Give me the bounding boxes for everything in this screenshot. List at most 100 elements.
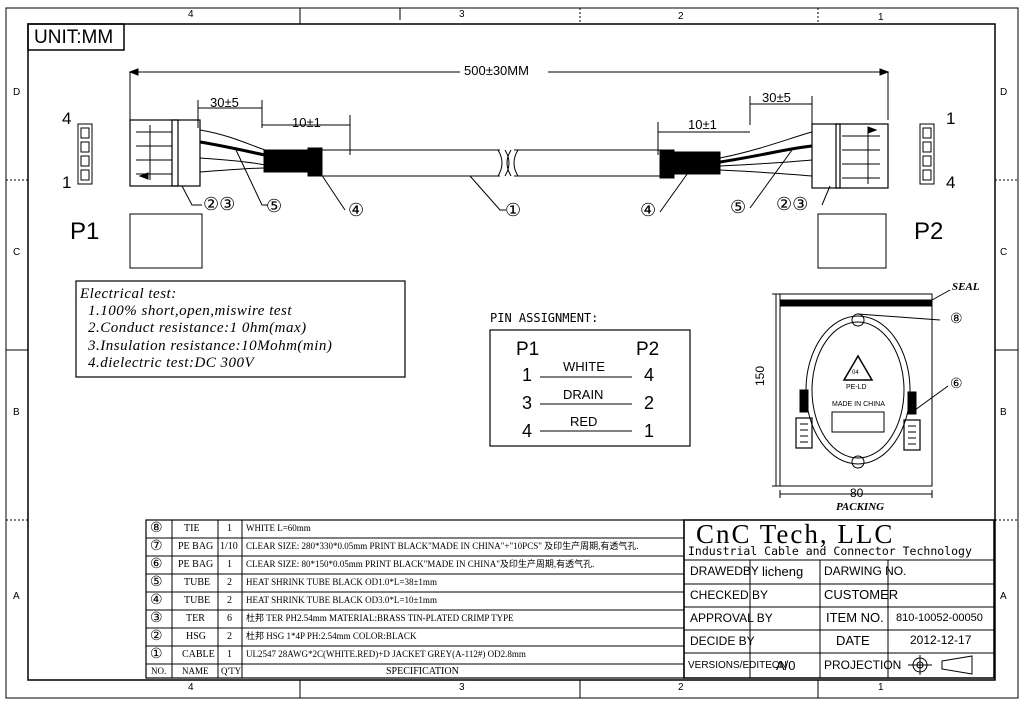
zone-right-c: C [1000, 247, 1008, 258]
p2-label: P2 [914, 218, 944, 245]
bom-row-spec: HEAT SHRINK TUBE BLACK OD3.0*L=10±1mm [246, 595, 437, 605]
bom-row-spec: 杜邦 TER PH2.54mm MATERIAL:BRASS TIN-PLATE… [246, 613, 514, 623]
customer-label: CUSTOMER [824, 587, 899, 602]
zone-right-b: B [1000, 407, 1007, 418]
overall-length-dim: 500±30MM [464, 63, 529, 78]
bom-row-spec: UL2547 28AWG*2C(WHITE.RED)+D JACKET GREY… [246, 649, 526, 659]
company-name: CnC Tech, LLC [696, 519, 895, 549]
callout-packing-6: ⑥ [950, 377, 963, 392]
callout-left-2-3: ②③ [203, 194, 236, 214]
bom-row-qty: 6 [227, 613, 232, 624]
bom-row-no: ③ [150, 611, 163, 626]
zone-bottom-4: 4 [188, 682, 194, 693]
bom-row-spec: CLEAR SIZE: 80*150*0.05mm PRINT BLACK"MA… [246, 559, 595, 569]
p1-pin-bottom: 1 [62, 173, 72, 192]
bom-row-spec: 杜邦 HSG 1*4P PH:2.54mm COLOR:BLACK [246, 631, 417, 641]
unit-label: UNIT:MM [34, 27, 114, 48]
drawed-by-label: DRAWEDBY [690, 564, 759, 578]
bom-row-name: TER [186, 613, 205, 624]
date-label: DATE [836, 633, 870, 648]
seal-label: SEAL [952, 281, 980, 293]
approval-by-label: APPROVAL BY [690, 611, 773, 625]
bom-row-no: ④ [150, 593, 163, 608]
checked-by-label: CHECKED BY [690, 588, 769, 602]
zone-bottom-2: 2 [678, 682, 684, 693]
p2-pin-top: 1 [946, 109, 956, 128]
electrical-test-line: 1.100% short,open,miswire test [88, 303, 293, 319]
zone-right-d: D [1000, 87, 1008, 98]
bom-row-name: PE BAG [178, 559, 214, 570]
recycle-material: PE-LD [846, 384, 867, 391]
bom-header-qty: Q'TY [221, 666, 242, 676]
packing-height-dim: 150 [753, 365, 767, 386]
bom-row-qty: 1 [227, 559, 232, 570]
bom-row-spec: HEAT SHRINK TUBE BLACK OD1.0*L=38±1mm [246, 577, 437, 587]
pin-row-wire: RED [570, 414, 598, 429]
bom-header-spec: SPECIFICATION [386, 666, 459, 677]
bom-row-no: ⑦ [150, 539, 163, 554]
recycle-code: 04 [852, 370, 859, 376]
pin-assignment-title: PIN ASSIGNMENT: [490, 311, 599, 325]
bom-row-qty: 2 [227, 631, 232, 642]
callout-cable-1: ① [505, 200, 522, 220]
projection-label: PROJECTION [824, 658, 902, 672]
pin-row-p1: 3 [522, 393, 533, 413]
bom-row-spec: CLEAR SIZE: 280*330*0.05mm PRINT BLACK"M… [246, 541, 639, 551]
p2-pin-bottom: 4 [946, 173, 956, 192]
pin-row-p1: 4 [522, 421, 533, 441]
electrical-test-line: 4.dielectric test:DC 300V [88, 355, 255, 371]
pin-row-p2: 1 [644, 421, 655, 441]
pin-p1-header: P1 [516, 339, 540, 360]
bom-row-name: CABLE [182, 649, 215, 660]
p1-pin-top: 4 [62, 109, 72, 128]
left-strip-dim: 30±5 [210, 95, 239, 110]
bom-row-qty: 1 [227, 649, 232, 660]
right-strip-dim: 30±5 [762, 90, 791, 105]
zone-bottom-3: 3 [459, 682, 465, 693]
bom-row-name: HSG [186, 631, 207, 642]
zone-left-c: C [13, 247, 21, 258]
bom-row-no: ⑥ [150, 557, 163, 572]
right-tube-dim: 10±1 [688, 117, 717, 132]
pin-row-wire: DRAIN [563, 387, 604, 402]
pin-row-p2: 2 [644, 393, 655, 413]
zone-left-b: B [13, 407, 20, 418]
bom-row-name: PE BAG [178, 541, 214, 552]
zone-top-2: 2 [678, 11, 684, 22]
electrical-test-line: 3.Insulation resistance:10Mohm(min) [88, 338, 333, 354]
zone-top-4: 4 [188, 9, 194, 20]
decide-by-label: DECIDE BY [690, 634, 755, 648]
bom-header-no: NO. [151, 666, 167, 676]
version-label: VERSIONS/EDITEON [688, 660, 787, 671]
pin-p2-header: P2 [636, 339, 660, 360]
bom-row-no: ⑤ [150, 575, 163, 590]
bom-row-qty: 2 [227, 577, 232, 588]
zone-left-a: A [13, 591, 20, 602]
callout-left-4: ④ [348, 200, 365, 220]
drawed-by-value: licheng [762, 564, 804, 579]
callout-right-4: ④ [640, 200, 657, 220]
version-value: A/0 [776, 658, 796, 673]
bom-header-name: NAME [182, 666, 209, 676]
item-no-label: ITEM NO. [826, 610, 884, 625]
bom-row-no: ① [150, 647, 163, 662]
callout-right-5: ⑤ [730, 197, 747, 217]
packing-width-dim: 80 [850, 486, 864, 500]
electrical-test-line: 2.Conduct resistance:1 0hm(max) [88, 320, 307, 336]
bom-row-qty: 1/10 [220, 541, 238, 552]
pin-row-p2: 4 [644, 365, 655, 385]
item-no-value: 810-10052-00050 [896, 612, 983, 624]
electrical-test-title: Electrical test: [80, 286, 177, 302]
callout-right-2-3: ②③ [776, 194, 809, 214]
pin-row-p1: 1 [522, 365, 533, 385]
bom-row-qty: 2 [227, 595, 232, 606]
bom-row-spec: WHITE L=60mm [246, 523, 311, 533]
pin-row-wire: WHITE [563, 359, 605, 374]
left-tube-dim: 10±1 [292, 115, 321, 130]
bom-row-name: TUBE [184, 577, 211, 588]
bom-row-no: ⑧ [150, 521, 163, 536]
zone-left-d: D [13, 87, 21, 98]
company-tagline: Industrial Cable and Connector Technolog… [688, 544, 972, 558]
packing-label: PACKING [836, 501, 885, 513]
